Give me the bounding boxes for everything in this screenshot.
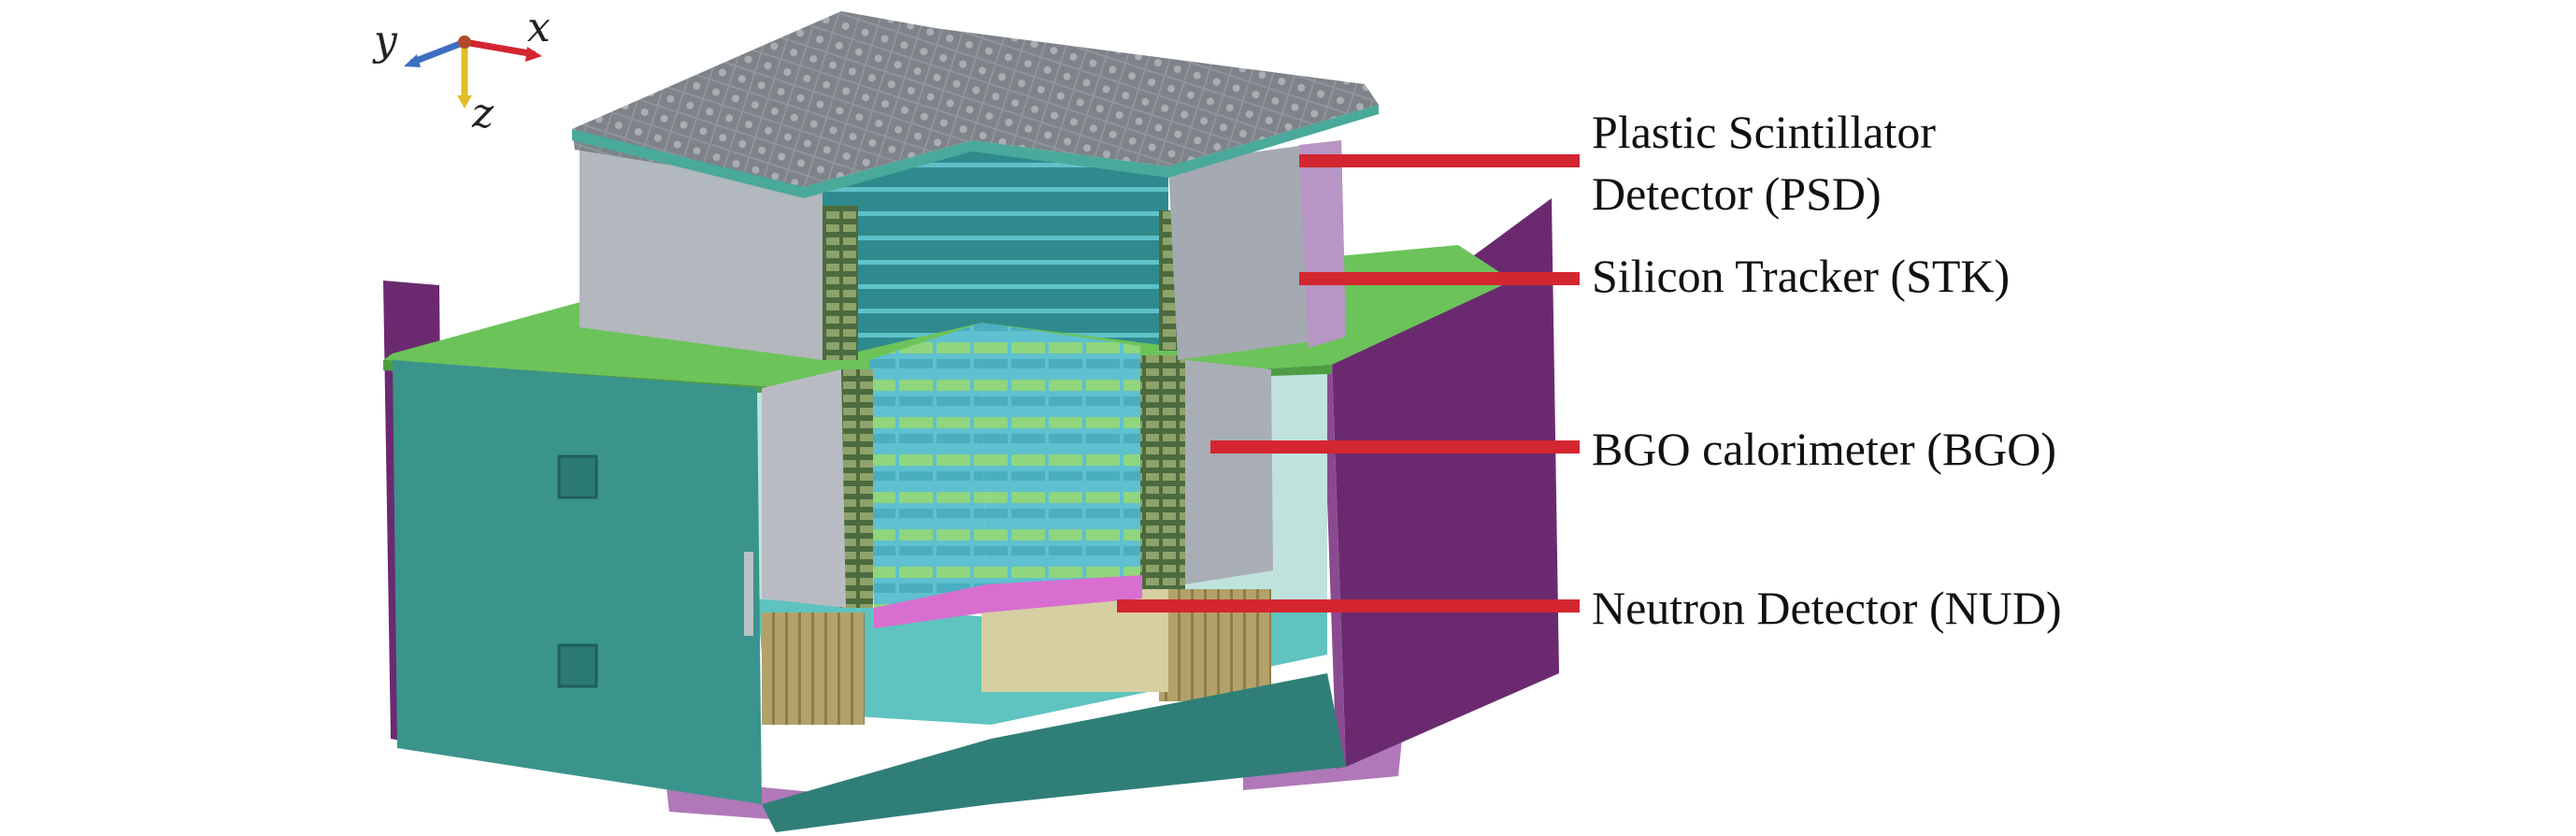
label-nud-line1: Neutron Detector (NUD) bbox=[1592, 582, 2062, 634]
x-axis-arrow bbox=[464, 38, 536, 58]
panel-handle bbox=[744, 552, 753, 636]
bgo-side-box-left bbox=[762, 369, 846, 608]
panel-hatch-bottom bbox=[557, 643, 598, 688]
stk-body bbox=[804, 140, 1168, 360]
leader-lines bbox=[1117, 154, 1580, 613]
psd-top-surface bbox=[572, 11, 1379, 187]
axis-origin bbox=[458, 36, 471, 49]
y-axis-arrowhead bbox=[404, 54, 421, 67]
z-axis-arrowhead bbox=[457, 95, 472, 108]
psd-left-housing bbox=[580, 145, 823, 360]
label-nud: Neutron Detector (NUD) bbox=[1592, 577, 2062, 639]
panel-hatch-top bbox=[557, 454, 598, 499]
y-axis-arrow bbox=[409, 38, 466, 66]
label-bgo-line1: BGO calorimeter (BGO) bbox=[1592, 423, 2057, 475]
stk-electronics-left bbox=[823, 206, 858, 360]
bgo-left-face bbox=[869, 323, 986, 617]
psd-right-housing-accent bbox=[1299, 140, 1346, 348]
bgo-base bbox=[874, 575, 1142, 628]
label-stk: Silicon Tracker (STK) bbox=[1592, 245, 2010, 307]
bgo-right-face bbox=[981, 323, 1142, 598]
teal-front-panel-bottom bbox=[762, 673, 1346, 832]
psd-top-rim bbox=[572, 105, 1379, 198]
teal-front-panel bbox=[393, 360, 762, 804]
right-purple-panel bbox=[1332, 198, 1559, 767]
gold-support-left bbox=[762, 613, 865, 725]
bgo-side-box-right bbox=[1185, 360, 1273, 584]
label-psd: Plastic Scintillator Detector (PSD) bbox=[1592, 101, 1936, 224]
x-axis-arrowhead bbox=[525, 47, 542, 62]
bgo-pmt-right bbox=[1140, 355, 1185, 589]
coordinate-axes: x y z bbox=[372, 4, 551, 137]
y-axis-label: y bbox=[372, 17, 398, 65]
label-stk-line1: Silicon Tracker (STK) bbox=[1592, 250, 2011, 302]
label-psd-line1: Plastic Scintillator bbox=[1592, 106, 1937, 158]
label-psd-line2: Detector (PSD) bbox=[1592, 167, 1882, 220]
x-axis-label: x bbox=[527, 4, 551, 51]
right-purple-panel-edge bbox=[1323, 360, 1346, 769]
label-bgo: BGO calorimeter (BGO) bbox=[1592, 418, 2056, 480]
z-axis-label: z bbox=[471, 90, 494, 137]
